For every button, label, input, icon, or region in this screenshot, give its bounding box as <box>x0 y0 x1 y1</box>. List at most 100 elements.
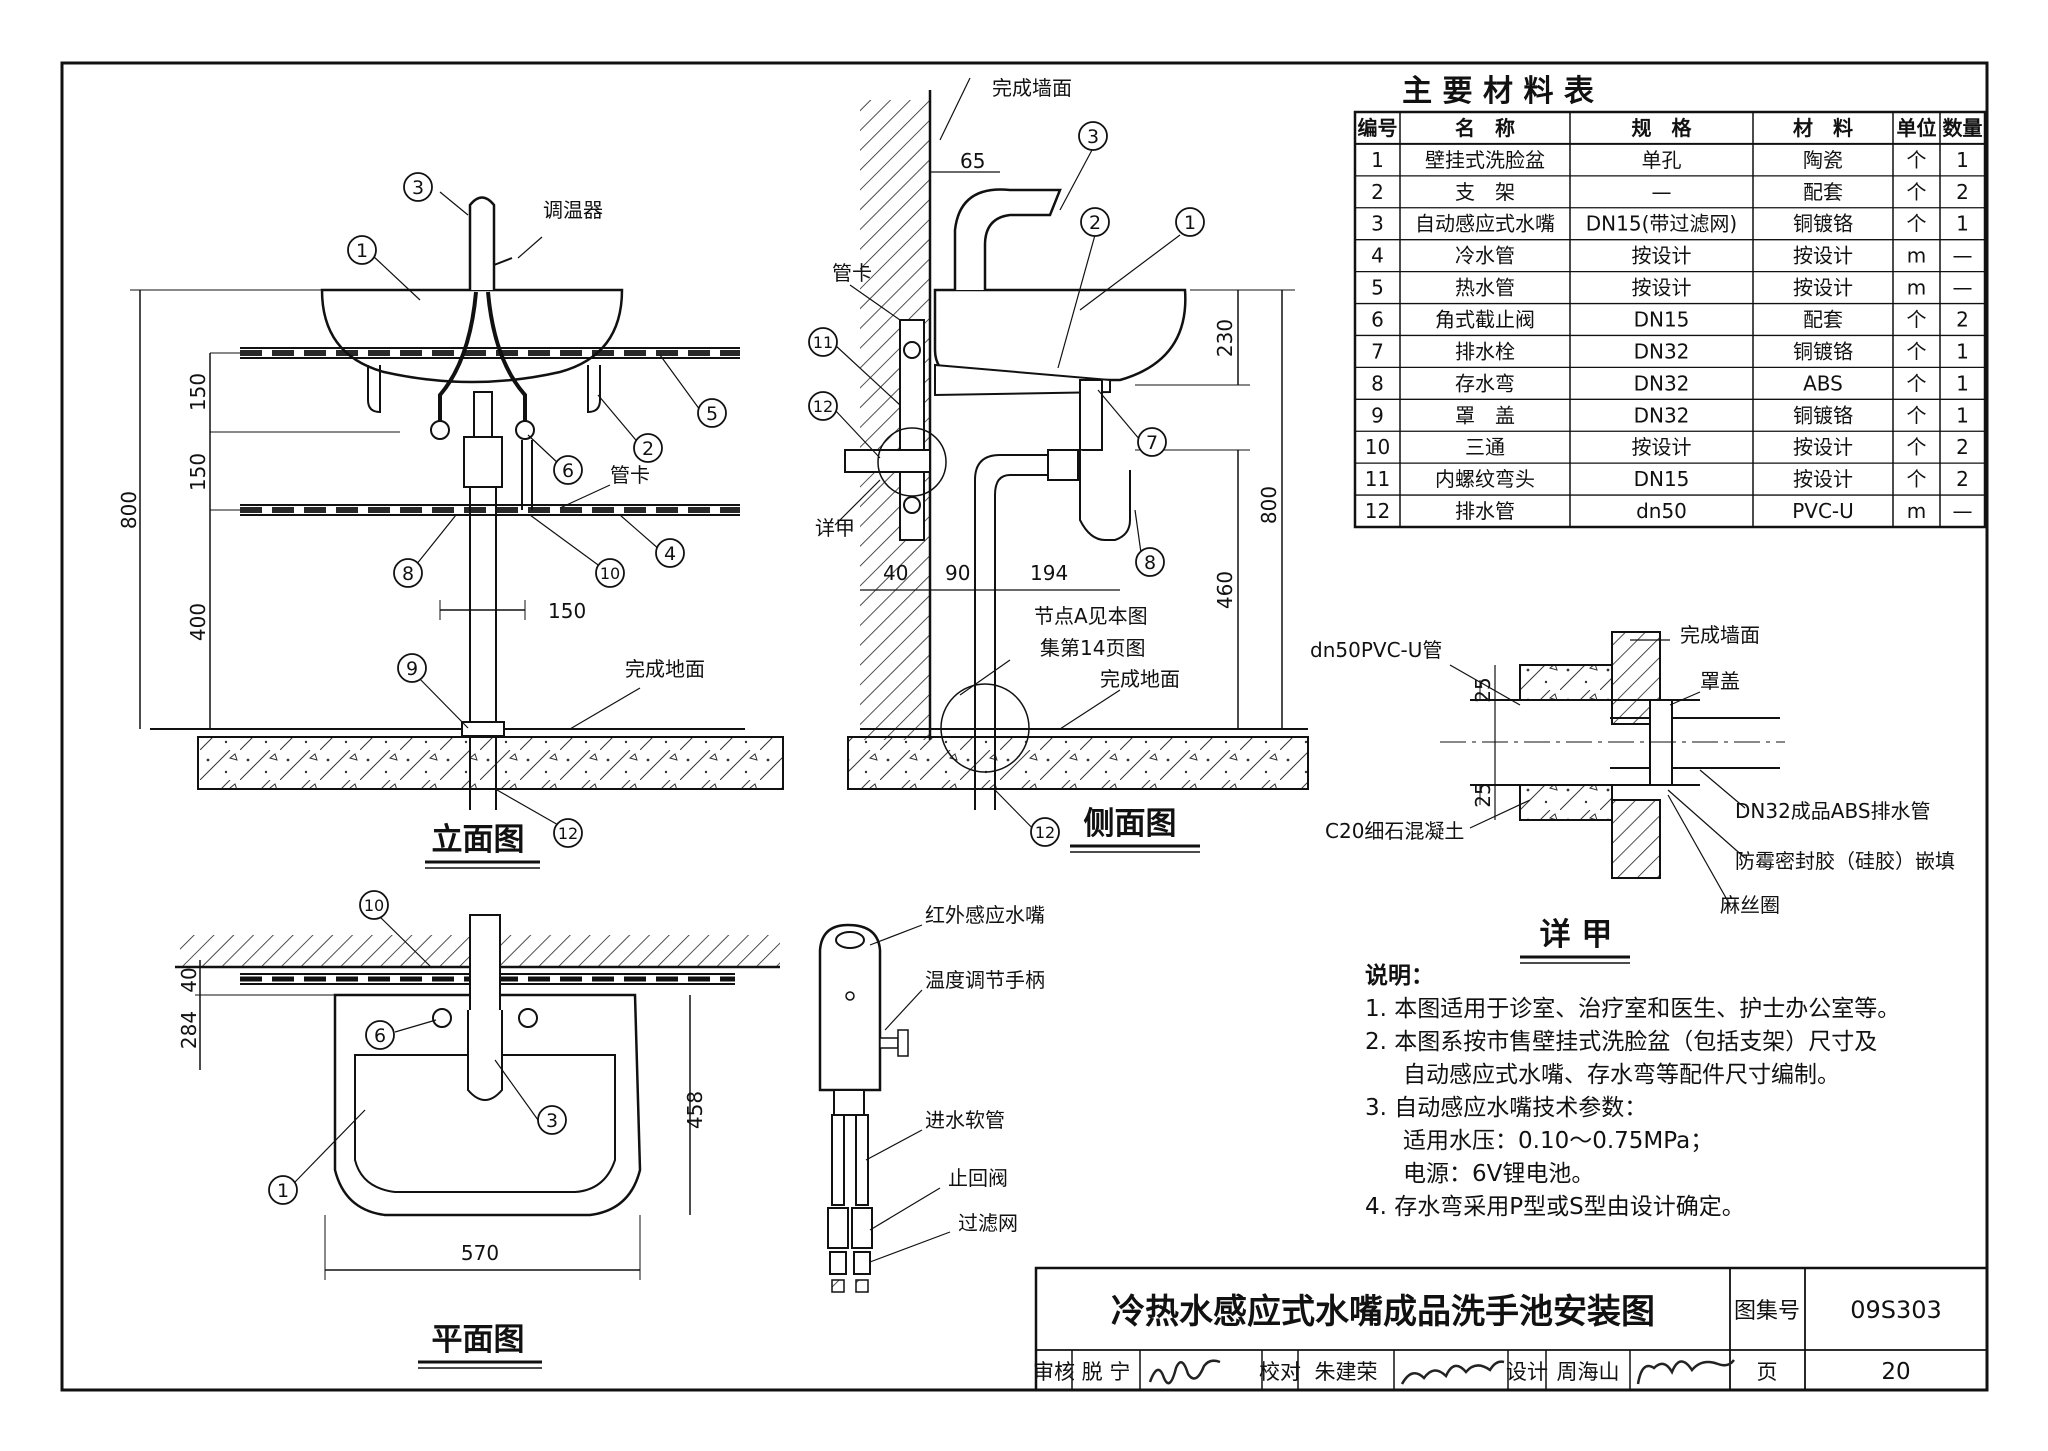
table-cell-name: 支 架 <box>1455 180 1515 204</box>
table-cell-qty: — <box>1953 244 1973 268</box>
table-cell-material: 按设计 <box>1793 244 1853 268</box>
drawing-title: 冷热水感应式水嘴成品洗手池安装图 <box>1111 1292 1655 1332</box>
table-cell-material: PVC-U <box>1792 499 1854 523</box>
callout-12-elevation: 12 <box>553 818 583 848</box>
callouts: 3 1 5 2 6 4 10 8 9 12 3 2 1 11 12 7 8 12… <box>268 121 1205 1205</box>
label-concrete: C20细石混凝土 <box>1325 819 1464 843</box>
materials-table-title: 主 要 材 料 表 <box>1402 74 1594 109</box>
page-number: 20 <box>1881 1359 1910 1385</box>
dim-s-194: 194 <box>1030 561 1068 585</box>
table-cell-name: 罩 盖 <box>1455 403 1515 427</box>
svg-text:3: 3 <box>1087 126 1099 148</box>
dim-d-25a: 25 <box>1471 677 1495 702</box>
svg-text:9: 9 <box>406 658 418 680</box>
dim-s-90: 90 <box>945 561 970 585</box>
title-block: 冷热水感应式水嘴成品洗手池安装图 图集号 09S303 审核 脱 宁 校对 朱建… <box>1033 1266 1989 1392</box>
elevation-view <box>130 191 784 831</box>
dim-s-800: 800 <box>1257 486 1281 524</box>
designer-name: 周海山 <box>1557 1360 1620 1384</box>
check-label: 校对 <box>1259 1360 1301 1384</box>
dim-e-150c: 150 <box>548 599 586 623</box>
svg-text:1: 1 <box>356 240 368 262</box>
checker-signature <box>1400 1360 1505 1385</box>
set-label: 图集号 <box>1734 1299 1800 1324</box>
table-cell-number: 4 <box>1371 244 1384 268</box>
label-temp-handle: 温度调节手柄 <box>925 968 1045 992</box>
table-cell-unit: 个 <box>1907 467 1927 491</box>
callout-6-plan: 6 <box>365 1020 395 1050</box>
label-pipe-clip-elevation: 管卡 <box>610 463 650 487</box>
note-4: 4. 存水弯采用P型或S型由设计确定。 <box>1365 1194 1745 1220</box>
dim-s-40: 40 <box>883 561 908 585</box>
table-header-number: 编号 <box>1358 116 1398 140</box>
callout-1-side: 1 <box>1175 207 1205 237</box>
svg-text:11: 11 <box>813 333 833 352</box>
callout-7-side: 7 <box>1137 427 1167 457</box>
callout-3-side: 3 <box>1078 121 1108 151</box>
table-cell-spec: 按设计 <box>1632 435 1692 459</box>
reviewer-signature <box>1148 1359 1221 1385</box>
table-cell-spec: 按设计 <box>1632 276 1692 300</box>
table-cell-unit: 个 <box>1907 180 1927 204</box>
plan-view <box>175 914 780 1280</box>
table-cell-spec: dn50 <box>1636 499 1687 523</box>
dim-d-25b: 25 <box>1471 782 1495 807</box>
table-cell-name: 三通 <box>1465 435 1505 459</box>
side-view <box>834 77 1309 841</box>
label-hemp-ring: 麻丝圈 <box>1720 893 1780 917</box>
callout-3-plan: 3 <box>537 1105 567 1135</box>
callout-5-elevation: 5 <box>697 398 727 428</box>
note-3-power: 电源：6V锂电池。 <box>1403 1161 1595 1187</box>
callout-8-elevation: 8 <box>393 558 423 588</box>
table-cell-name: 内螺纹弯头 <box>1435 467 1535 491</box>
label-thermostat: 调温器 <box>543 198 603 222</box>
label-pipe-clip-side: 管卡 <box>832 261 872 285</box>
table-cell-name: 角式截止阀 <box>1435 308 1535 332</box>
callout-10-elevation: 10 <box>595 558 625 588</box>
callout-10-plan: 10 <box>359 890 389 920</box>
table-cell-spec: DN15 <box>1634 467 1690 491</box>
dim-e-150a: 150 <box>186 373 210 411</box>
table-cell-qty: 1 <box>1956 371 1969 395</box>
faucet-detail <box>818 923 951 1293</box>
table-cell-name: 存水弯 <box>1455 371 1515 395</box>
table-cell-number: 9 <box>1371 403 1384 427</box>
table-cell-qty: 1 <box>1956 212 1969 236</box>
table-cell-unit: 个 <box>1907 148 1927 172</box>
table-cell-unit: 个 <box>1907 308 1927 332</box>
table-header-name: 名 称 <box>1455 116 1515 140</box>
table-cell-number: 10 <box>1365 435 1390 459</box>
table-cell-number: 2 <box>1371 180 1384 204</box>
label-sealant: 防霉密封胶（硅胶）嵌填 <box>1735 849 1955 873</box>
svg-text:8: 8 <box>402 563 414 585</box>
table-cell-material: 按设计 <box>1793 435 1853 459</box>
dim-s-230: 230 <box>1213 319 1237 357</box>
label-detail-ref: 详甲 <box>815 516 855 540</box>
notes-heading: 说明： <box>1365 963 1434 989</box>
table-cell-material: 铜镀铬 <box>1793 403 1853 427</box>
callout-3-elevation: 3 <box>403 172 433 202</box>
table-cell-unit: m <box>1907 276 1926 300</box>
table-cell-spec: — <box>1652 180 1672 204</box>
table-cell-material: 配套 <box>1803 180 1843 204</box>
svg-text:10: 10 <box>600 564 620 583</box>
label-filter: 过滤网 <box>958 1211 1018 1235</box>
svg-text:8: 8 <box>1144 552 1156 574</box>
table-cell-material: 铜镀铬 <box>1793 212 1853 236</box>
label-ir-faucet: 红外感应水嘴 <box>925 903 1045 927</box>
dim-p-284: 284 <box>177 1011 201 1049</box>
label-finished-wall: 完成墙面 <box>992 76 1072 100</box>
table-cell-unit: m <box>1907 244 1926 268</box>
label-cover: 罩盖 <box>1700 669 1740 693</box>
dim-e-total: 800 <box>117 491 141 529</box>
design-label: 设计 <box>1506 1360 1548 1384</box>
note-2-cont: 自动感应式水嘴、存水弯等配件尺寸编制。 <box>1403 1062 1840 1088</box>
callout-4-elevation: 4 <box>655 538 685 568</box>
table-cell-number: 8 <box>1371 371 1384 395</box>
label-inlet-hose: 进水软管 <box>925 1108 1005 1132</box>
reviewer-name: 脱 宁 <box>1082 1360 1131 1384</box>
table-cell-name: 自动感应式水嘴 <box>1415 212 1555 236</box>
dim-s-65: 65 <box>960 149 985 173</box>
label-node-note-2: 集第14页图 <box>1040 636 1145 660</box>
dim-e-150b: 150 <box>186 453 210 491</box>
